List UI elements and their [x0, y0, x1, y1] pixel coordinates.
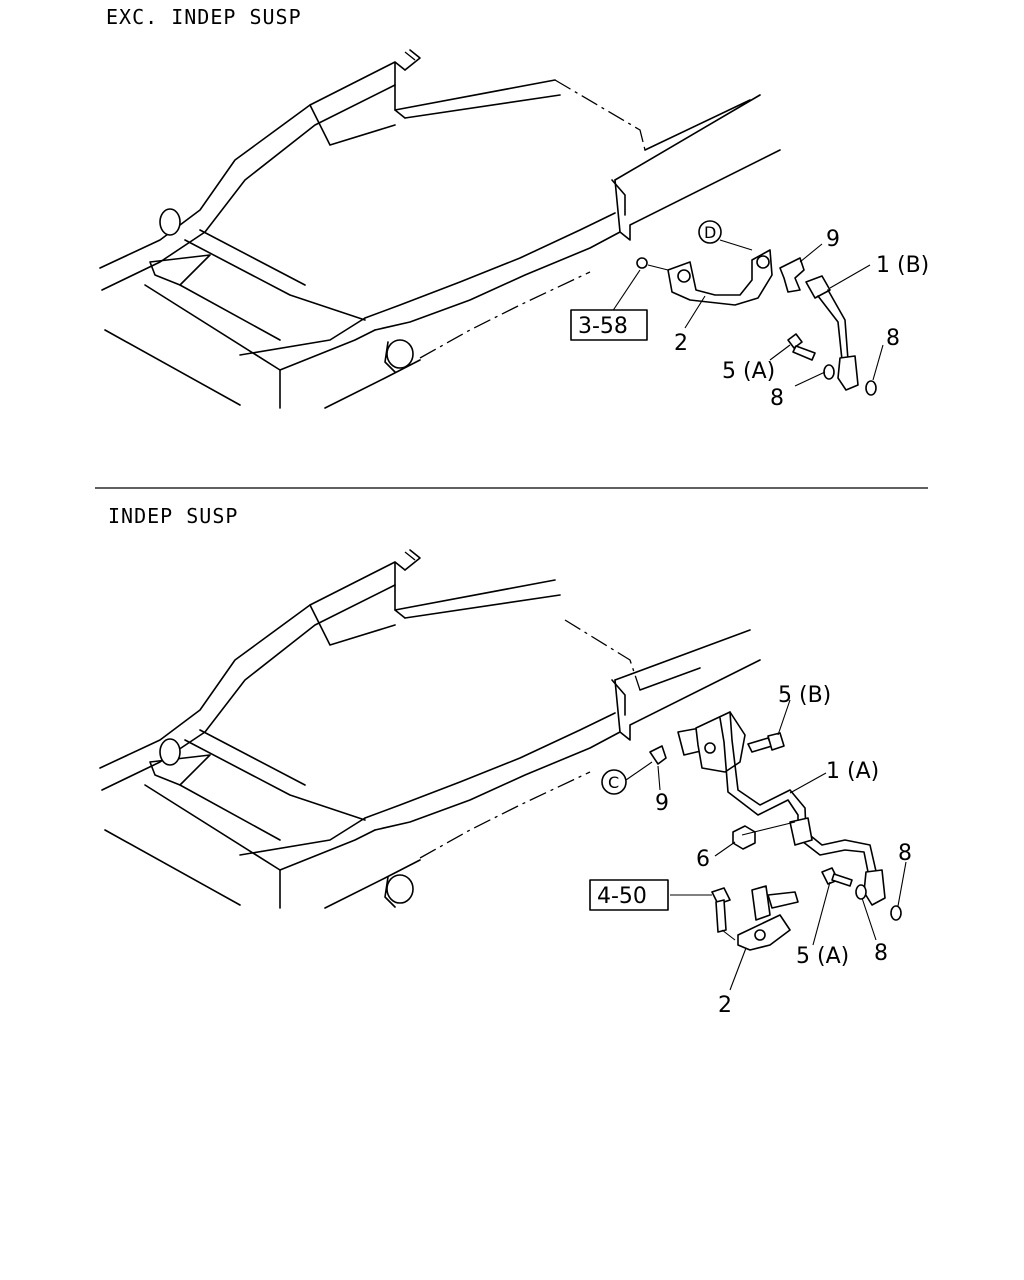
callout-8: 8	[770, 386, 784, 411]
callout-5a: 5 (A)	[722, 359, 775, 384]
section-exc-indep-susp: EXC. INDEP SUSP	[99, 5, 929, 411]
frame-boss-right	[386, 874, 414, 904]
callout-8: 8	[898, 841, 912, 866]
callout-9: 9	[826, 227, 840, 252]
callout-1a: 1 (A)	[826, 759, 879, 784]
bolt-head	[787, 333, 803, 349]
callout-8: 8	[886, 326, 900, 351]
bolt-head	[711, 887, 731, 905]
brake-hose-assembly-b	[636, 249, 877, 396]
frame-boss-left	[159, 208, 181, 236]
pipe-banjo-end	[863, 869, 886, 906]
frame-drawing	[99, 549, 761, 909]
callout-2: 2	[674, 331, 688, 356]
junction-block	[695, 711, 746, 773]
callout-8: 8	[874, 941, 888, 966]
hose-banjo-end	[837, 355, 859, 391]
svg-text:3-58: 3-58	[578, 314, 628, 339]
washer-icon	[865, 380, 877, 396]
block-hole	[704, 742, 716, 754]
bracket-hole	[677, 269, 691, 283]
section-indep-susp: INDEP SUSP	[99, 504, 912, 1018]
nut-part-6	[732, 825, 756, 850]
bolt-shank	[831, 873, 853, 887]
callout-9: 9	[655, 791, 669, 816]
leader-lines	[611, 239, 884, 387]
clip-part-9	[649, 745, 667, 765]
callout-2: 2	[718, 993, 732, 1018]
callout-marker-d: D	[698, 220, 722, 244]
svg-text:D: D	[704, 223, 716, 242]
pipe-clamp	[789, 817, 813, 846]
svg-text:4-50: 4-50	[597, 884, 647, 909]
callout-5a: 5 (A)	[796, 944, 849, 969]
callout-5b: 5 (B)	[778, 683, 831, 708]
bracket-hole	[756, 255, 770, 269]
bolt-shank	[715, 899, 727, 933]
washer-icon	[823, 364, 835, 380]
callout-marker-c: C	[601, 769, 627, 795]
ref-box-3-58: 3-58	[570, 309, 648, 341]
callout-6: 6	[696, 847, 710, 872]
svg-text:C: C	[608, 773, 619, 792]
ref-box-4-50: 4-50	[589, 879, 669, 911]
nut-icon	[636, 257, 648, 269]
bolt-shank	[792, 345, 816, 361]
section-title: EXC. INDEP SUSP	[106, 5, 302, 29]
section-title: INDEP SUSP	[108, 504, 238, 528]
brake-pipe-assembly-a	[649, 711, 902, 951]
frame-boss-left	[159, 738, 181, 766]
callout-1b: 1 (B)	[876, 253, 929, 278]
stud-icon	[751, 885, 771, 921]
frame-boss-right	[386, 339, 414, 369]
washer-icon	[855, 884, 867, 900]
bracket-hole	[754, 929, 766, 941]
hose-fitting	[805, 275, 831, 299]
bracket-tab	[767, 891, 799, 909]
clip-part-9	[779, 257, 805, 293]
leader-lines	[625, 699, 907, 991]
washer-icon	[890, 905, 902, 921]
frame-drawing	[99, 49, 781, 409]
bracket-part-2	[667, 249, 773, 306]
bolt-head	[767, 732, 785, 751]
